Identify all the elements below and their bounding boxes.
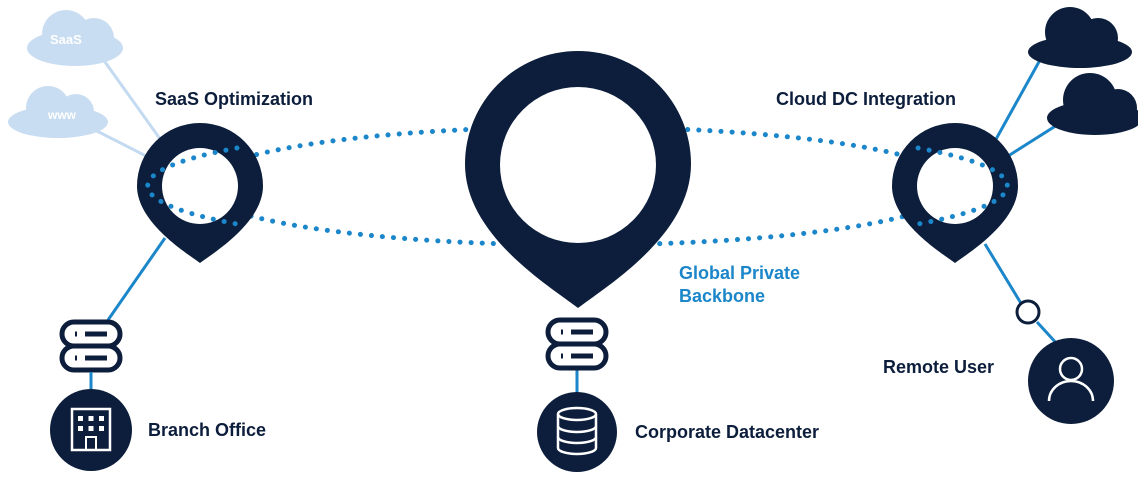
cloud-icon <box>1047 73 1138 135</box>
saas-optimization-label: SaaS Optimization <box>155 89 314 109</box>
cloud-icon <box>27 10 123 66</box>
user-icon <box>1028 338 1114 424</box>
global-backbone-label-line2: Backbone <box>679 286 766 306</box>
corporate-datacenter-label: Corporate Datacenter <box>635 422 820 442</box>
remote-user-label: Remote User <box>883 357 995 377</box>
backbone-ring-right-inner <box>915 145 1010 227</box>
database-icon <box>537 392 617 472</box>
branch-office-label: Branch Office <box>148 420 267 440</box>
location-pin-icon <box>137 123 263 263</box>
remote-connector-line-a <box>983 243 1024 306</box>
location-pin-icon <box>465 51 691 308</box>
cloud-dc-integration-label: Cloud DC Integration <box>776 89 956 109</box>
cloud1-connector-line <box>988 59 1042 151</box>
cloud-icon <box>1028 7 1132 68</box>
branch-connector-line <box>106 237 167 321</box>
saas-cloud-label: SaaS <box>50 32 82 47</box>
www-cloud-label: www <box>48 108 77 122</box>
backbone-ring-left-inner <box>145 145 240 227</box>
building-icon <box>50 389 132 471</box>
cloud-icon <box>8 86 108 138</box>
saas-connector-line <box>98 54 170 151</box>
server-stack-icon <box>59 319 123 373</box>
server-stack-icon <box>545 317 609 371</box>
remote-connector-line-b <box>1035 320 1060 347</box>
location-pin-icon <box>892 123 1018 263</box>
global-backbone-label-line1: Global Private <box>679 263 801 283</box>
remote-node-icon <box>1015 299 1041 325</box>
